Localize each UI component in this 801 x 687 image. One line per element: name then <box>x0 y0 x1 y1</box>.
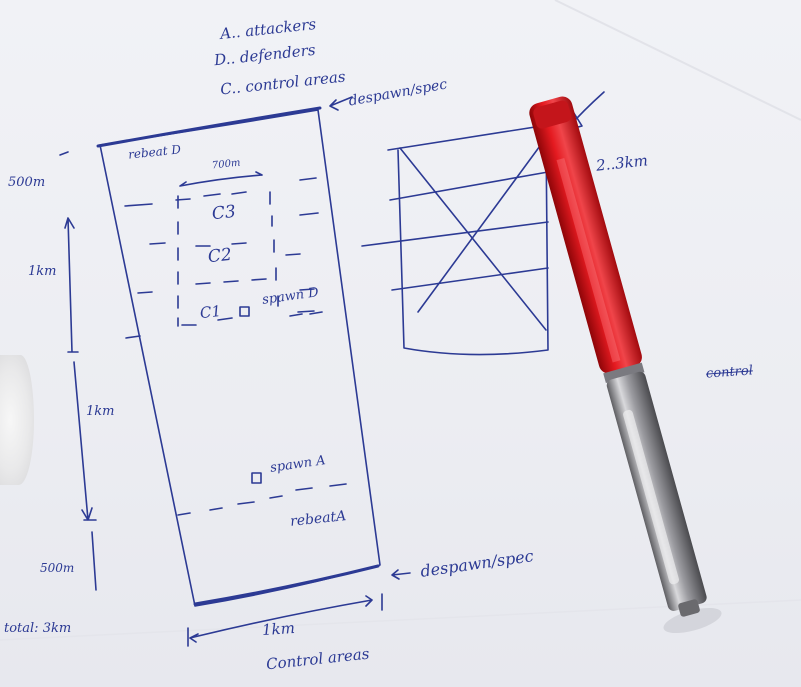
dim-bottom-margin: 500m <box>40 561 75 575</box>
vertical-dimension <box>64 217 97 591</box>
dim-total: total: 3km <box>4 621 72 636</box>
c1-label: C1 <box>199 301 222 323</box>
torn-paper-edge <box>0 355 34 485</box>
crossed-word: control <box>705 363 754 382</box>
dim-top-margin: 500m <box>8 175 46 190</box>
dim-lower: 1km <box>86 404 115 419</box>
despawn-edge-top <box>96 106 322 148</box>
spawn-d-square <box>239 306 250 317</box>
dashed-lines-right <box>285 177 319 313</box>
side-sketch-grid <box>361 124 549 356</box>
despawn-arrow-bottom <box>391 569 411 580</box>
control-separators <box>175 191 267 285</box>
despawn-arrow-top <box>329 96 353 111</box>
dim-width: 1km <box>261 618 296 640</box>
dim-upper: 1km <box>28 264 57 279</box>
width-arrow-top <box>179 171 263 187</box>
c3-label: C3 <box>210 201 237 225</box>
despawn-edge-bottom <box>193 564 380 606</box>
width-arrow-bottom <box>187 593 383 647</box>
dashed-lines-left <box>124 203 166 339</box>
spawn-a-square <box>251 472 262 484</box>
dashed-line-lower <box>177 483 347 516</box>
c2-label: C2 <box>206 244 233 268</box>
control-zone-outline <box>177 191 323 327</box>
